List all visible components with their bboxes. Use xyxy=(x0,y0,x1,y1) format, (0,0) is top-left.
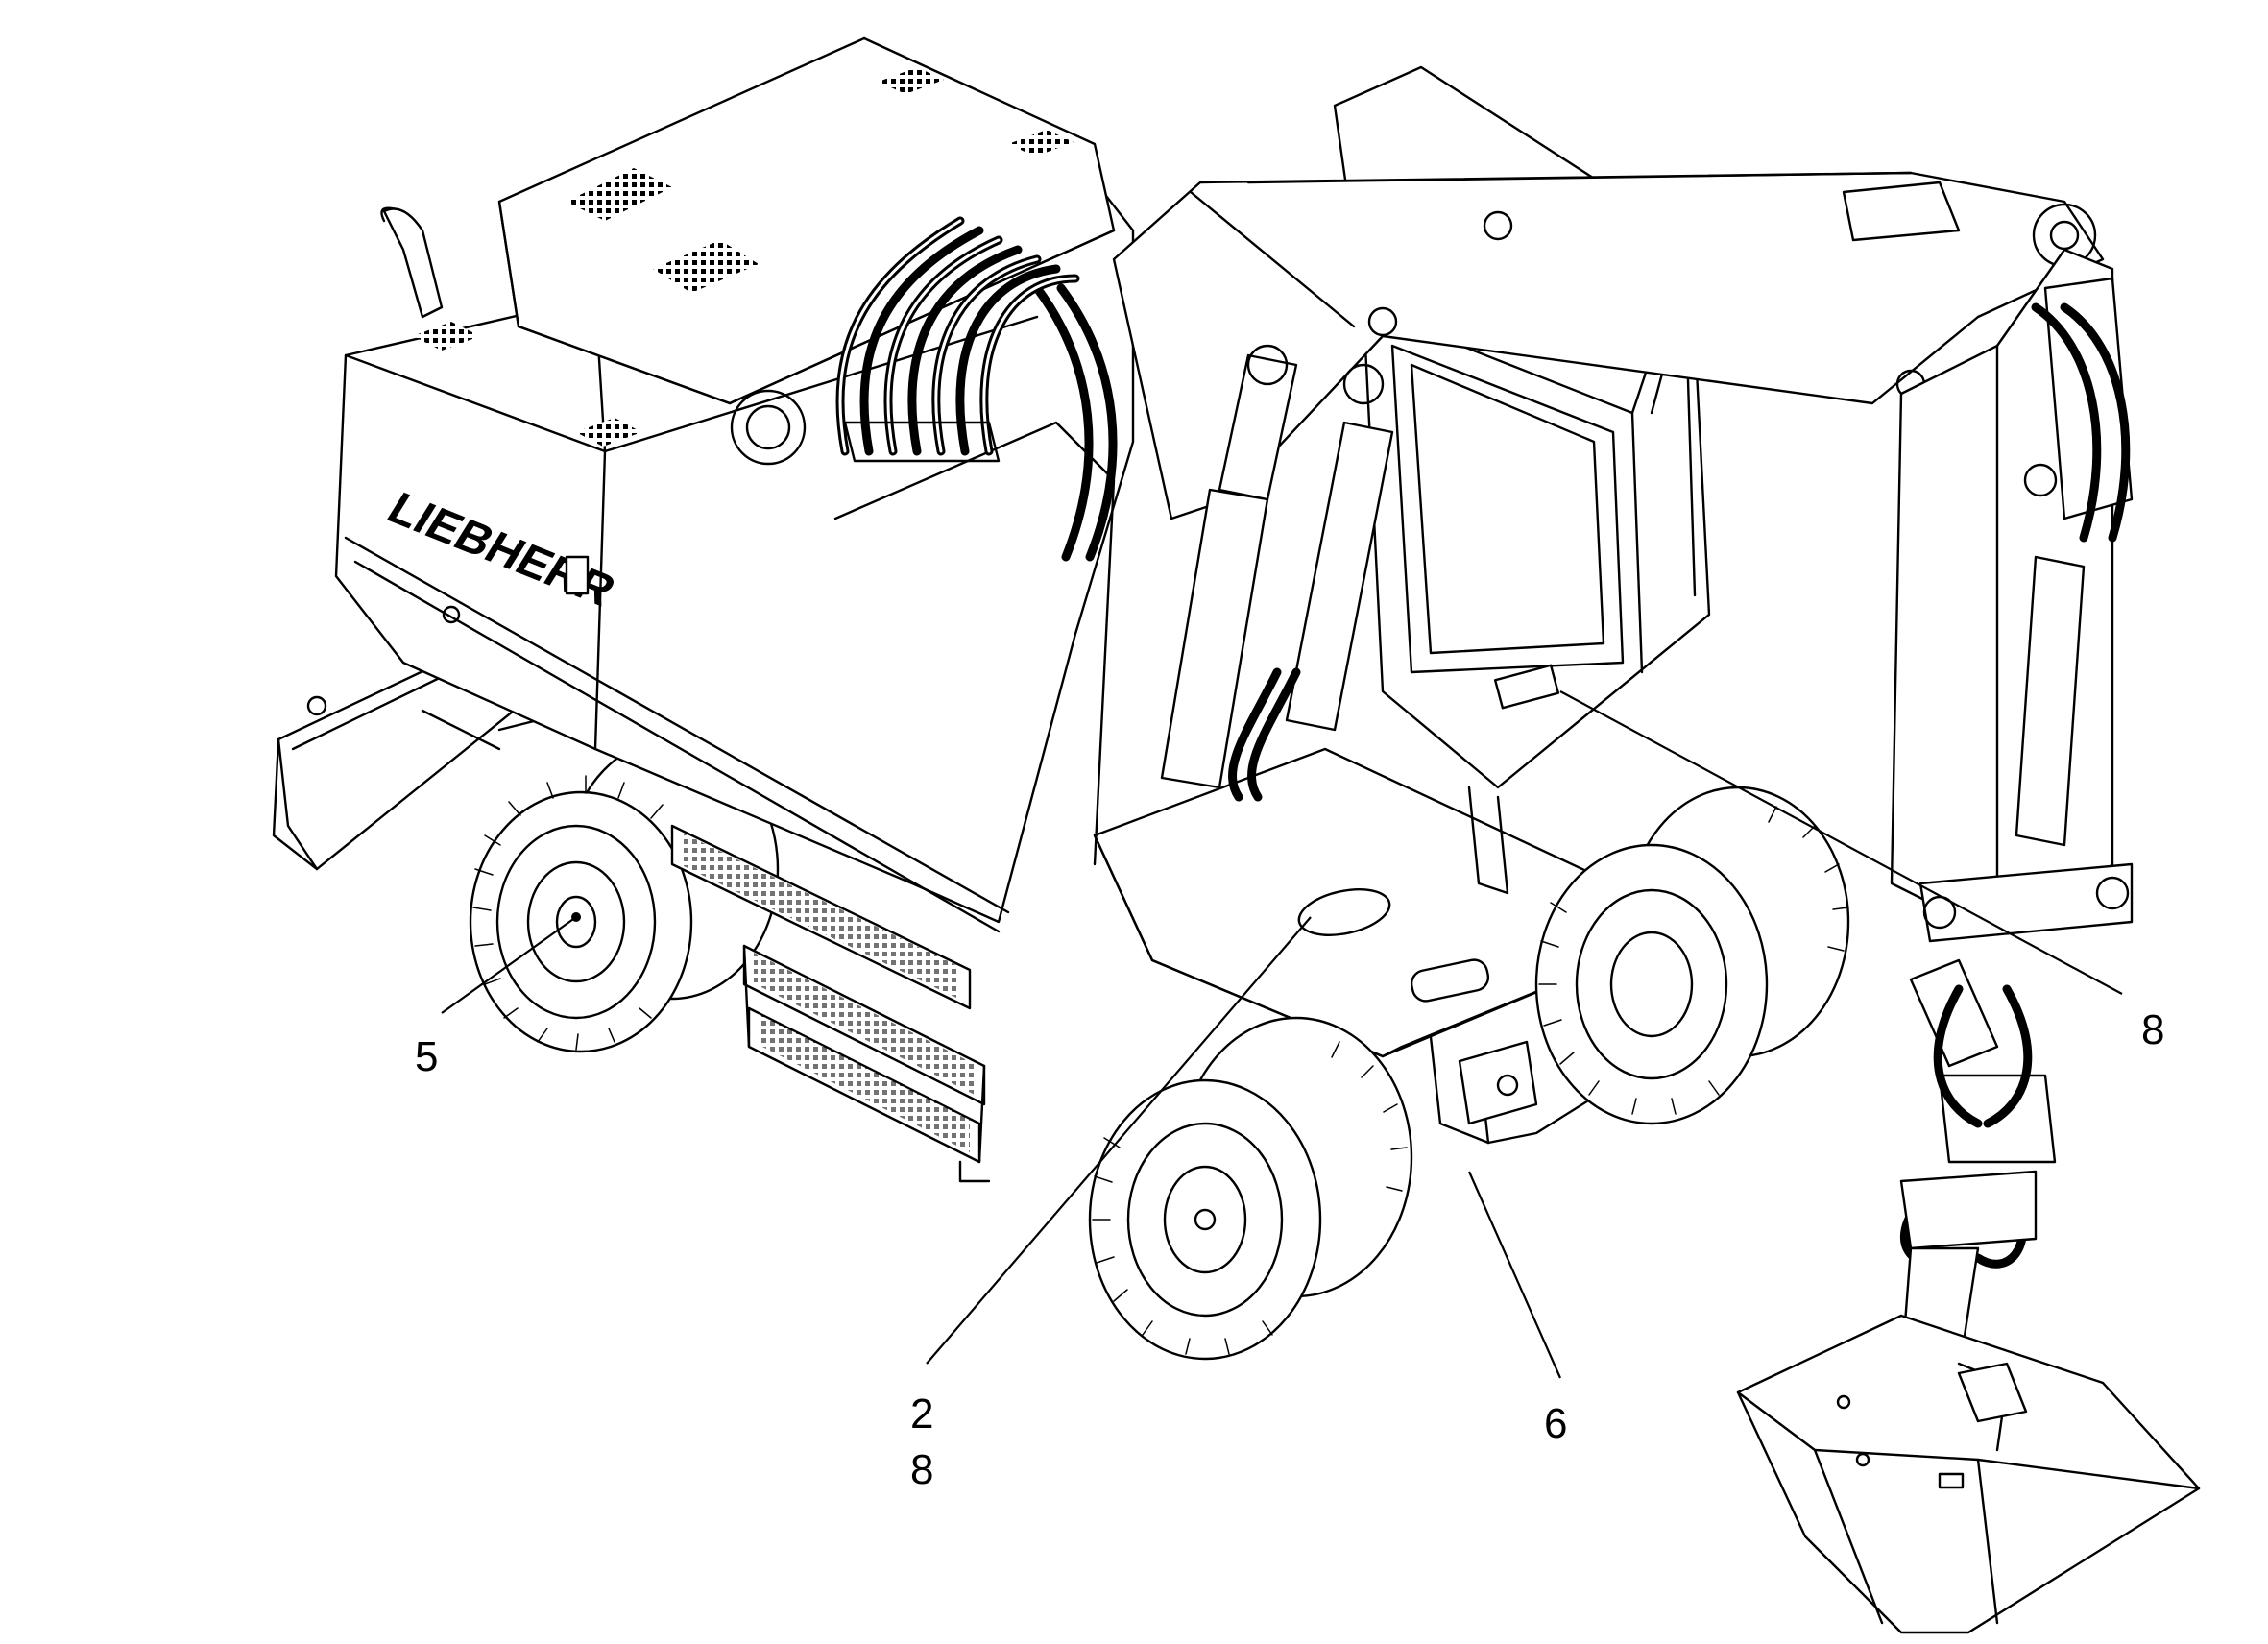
leader-5 xyxy=(441,916,577,1014)
dozer-blade xyxy=(272,656,616,871)
front-tire-left xyxy=(1088,1016,1413,1361)
engine-housing: LIEBHERR xyxy=(334,36,1135,933)
hydraulic-hose-bundle xyxy=(835,216,1118,562)
callout-6: 6 xyxy=(1544,1400,1567,1447)
access-steps xyxy=(670,824,991,1183)
callout-8-right: 8 xyxy=(2141,1006,2164,1053)
boom-cylinders xyxy=(1160,344,1394,802)
front-tire-right xyxy=(1534,786,1850,1125)
chassis-frame xyxy=(1093,747,1701,1145)
callout-8-bottom: 8 xyxy=(910,1446,933,1493)
leader-2-8 xyxy=(926,916,1312,1365)
callout-2: 2 xyxy=(910,1390,933,1438)
leader-6 xyxy=(1467,1171,1562,1379)
leader-dot-5 xyxy=(571,912,581,922)
bucket xyxy=(1736,1314,2201,1634)
bucket-linkage xyxy=(1899,958,2057,1375)
stick-arm xyxy=(1890,248,2134,943)
leader-lines xyxy=(441,690,2123,1379)
callout-5: 5 xyxy=(415,1033,438,1080)
callout-labels: 5 2 8 6 8 xyxy=(415,1006,2164,1493)
leader-8-right xyxy=(1559,690,2123,995)
